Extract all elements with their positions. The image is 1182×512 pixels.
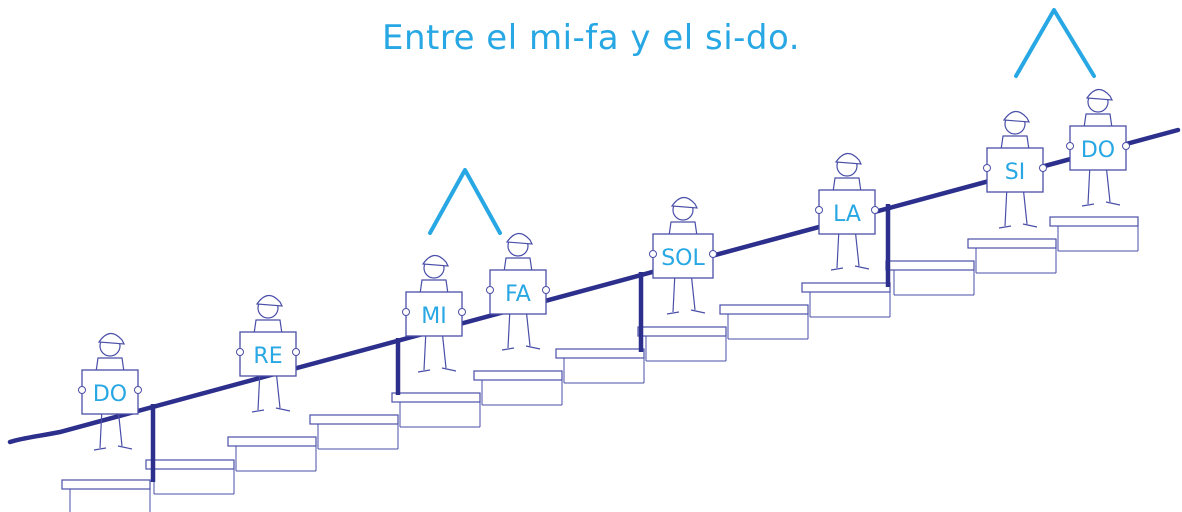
step-tread: [719, 304, 809, 315]
hand: [542, 286, 550, 294]
note-label: FA: [505, 282, 531, 307]
step-tread: [145, 459, 235, 470]
note-sign: [652, 233, 714, 279]
hand: [815, 206, 823, 214]
note-label: DO: [1081, 138, 1115, 163]
note-people: DO RE MI FA SOL LA SI DO: [78, 88, 1130, 451]
half-step-chevron: [1014, 8, 1096, 78]
cap: [505, 232, 534, 245]
note-sign: [1069, 125, 1127, 171]
step-tread: [309, 414, 399, 425]
note-person: LA: [815, 152, 879, 271]
hand: [1039, 164, 1047, 172]
note-sign: [81, 369, 139, 415]
hand: [134, 386, 142, 394]
legs: [1081, 163, 1121, 207]
diagram-title: Entre el mi-fa y el si-do.: [381, 18, 801, 58]
legs: [998, 185, 1038, 229]
note-label: DO: [93, 382, 127, 407]
note-person: DO: [1066, 88, 1130, 207]
hand: [402, 308, 410, 316]
note-label: LA: [833, 202, 861, 227]
note-sign: [239, 331, 297, 377]
step-tread: [555, 348, 645, 359]
hand: [236, 348, 244, 356]
handrail: [7, 127, 1181, 445]
note-label: SOL: [661, 246, 705, 271]
note-label: SI: [1005, 160, 1025, 185]
hand: [1066, 142, 1074, 150]
note-label: RE: [253, 344, 282, 369]
hand: [458, 308, 466, 316]
legs: [830, 227, 870, 271]
hand: [1122, 142, 1130, 150]
legs: [251, 369, 291, 413]
step-tread: [637, 326, 727, 337]
note-person: MI: [402, 254, 466, 373]
cap: [421, 254, 450, 267]
step-tread: [391, 392, 481, 403]
note-sign: [405, 291, 463, 337]
hand: [486, 286, 494, 294]
step-tread: [801, 282, 891, 293]
cap: [834, 152, 863, 165]
cap: [670, 196, 699, 209]
hand: [649, 250, 657, 258]
step-tread: [885, 260, 975, 271]
step-tread: [1049, 216, 1139, 227]
step-tread: [967, 238, 1057, 249]
hand: [292, 348, 300, 356]
cap: [97, 332, 126, 345]
note-label: MI: [421, 304, 446, 329]
handrail-group: [7, 127, 1181, 482]
cap: [255, 294, 284, 307]
cap: [1085, 88, 1114, 101]
note-sign: [489, 269, 547, 315]
note-person: FA: [486, 232, 550, 351]
half-step-marks: [428, 8, 1096, 235]
legs: [666, 271, 706, 315]
hand: [78, 386, 86, 394]
note-person: RE: [236, 294, 300, 413]
legs: [93, 407, 133, 451]
staircase: [61, 216, 1139, 512]
step-tread: [473, 370, 563, 381]
legs: [501, 307, 541, 351]
cap: [1002, 110, 1031, 123]
hand: [709, 250, 717, 258]
legs: [417, 329, 457, 373]
half-step-chevron: [428, 168, 502, 235]
step-tread: [61, 479, 151, 490]
note-person: DO: [78, 332, 142, 451]
note-person: SI: [983, 110, 1047, 229]
step-tread: [227, 436, 317, 447]
note-person: SOL: [649, 196, 717, 315]
hand: [871, 206, 879, 214]
hand: [983, 164, 991, 172]
